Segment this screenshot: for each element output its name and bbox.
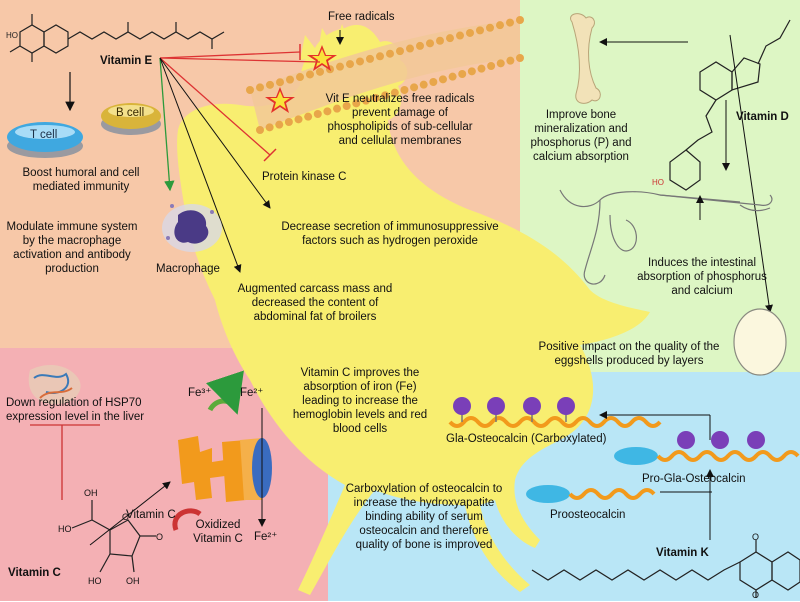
decrease-secretion-label: Decrease secretion of immunosuppressive … (281, 221, 499, 247)
b-cell-label: B cell (116, 107, 145, 119)
free-radicals-label: Free radicals (328, 11, 395, 23)
boost-immunity-label: Boost humoral and cell mediated immunity (22, 167, 140, 193)
fe2-bottom-label: Fe²⁺ (254, 531, 278, 543)
iron-transporter-icon (178, 436, 272, 502)
proosteocalcin-label: Proosteocalcin (550, 509, 626, 521)
vitamin-c-molecule (71, 500, 156, 573)
digestive-tract-icon (559, 189, 773, 285)
carcass-label: Augmented carcass mass and decreased the… (237, 283, 393, 323)
vitc-o-label-2: O (156, 532, 164, 542)
gla-osteocalcin-label: Gla-Osteocalcin (Carboxylated) (446, 433, 607, 445)
carboxylation-label: Carboxylation of osteocalcin to increase… (345, 483, 503, 551)
b-cell-icon (101, 103, 161, 135)
macrophage-icon (162, 204, 222, 252)
vitk-o-bottom-label: O (752, 590, 760, 600)
pro-gla-osteocalcin-label: Pro-Gla-Osteocalcin (642, 473, 746, 485)
osteocalcin-chains (448, 397, 800, 503)
vitamin-d-title: Vitamin D (736, 111, 789, 123)
vitamin-c-arrow-label: Vitamin C (126, 509, 176, 521)
vitamin-k-title: Vitamin K (656, 547, 709, 559)
vitc-o-label-1: O (122, 512, 130, 522)
protein-kinase-c-label: Protein kinase C (262, 171, 347, 183)
vitc-ho-label-1: HO (58, 524, 72, 534)
fe3-label: Fe³⁺ (188, 387, 212, 399)
vitamin-c-title: Vitamin C (8, 567, 61, 579)
chicken-silhouette (177, 24, 650, 596)
egg-icon (733, 308, 787, 376)
fe2-label: Fe²⁺ (240, 387, 264, 399)
iron-absorption-label: Vitamin C improves the absorption of iro… (292, 367, 428, 435)
vitk-o-top-label: O (752, 532, 760, 542)
eggshell-quality-label: Positive impact on the quality of the eg… (538, 341, 720, 367)
macrophage-label: Macrophage (156, 263, 220, 275)
svg-text:HO: HO (6, 31, 18, 40)
vitamin-e-title: Vitamin E (100, 55, 153, 67)
membrane-bottom-row (256, 54, 524, 134)
modulate-immune-label: Modulate immune system by the macrophage… (6, 221, 138, 275)
vitamin-e-molecule (9, 14, 225, 62)
bone-icon (570, 13, 601, 104)
vit-d-ho-label: HO (652, 178, 664, 187)
intestinal-absorption-label: Induces the intestinal absorption of pho… (637, 257, 767, 297)
hsp70-protein-icon (28, 364, 81, 405)
vitc-oh-label-1: OH (84, 488, 98, 498)
t-cell-label: T cell (30, 129, 58, 141)
vit-e-neutralizes-label: Vit E neutralizes free radicals prevent … (325, 93, 475, 147)
vitc-ho-label-2: HO (88, 576, 102, 586)
bone-mineralization-label: Improve bone mineralization and phosphor… (530, 109, 632, 163)
oxidized-vitamin-c-label: Oxidized Vitamin C (193, 519, 243, 545)
vitamin-d-molecule (669, 19, 791, 191)
vitamin-k-molecule (531, 540, 800, 598)
t-cell-icon (7, 122, 83, 158)
vitc-oh-label-2: OH (126, 576, 140, 586)
membrane-top-row (246, 16, 524, 94)
hsp70-label: Down regulation of HSP70 expression leve… (6, 397, 145, 423)
